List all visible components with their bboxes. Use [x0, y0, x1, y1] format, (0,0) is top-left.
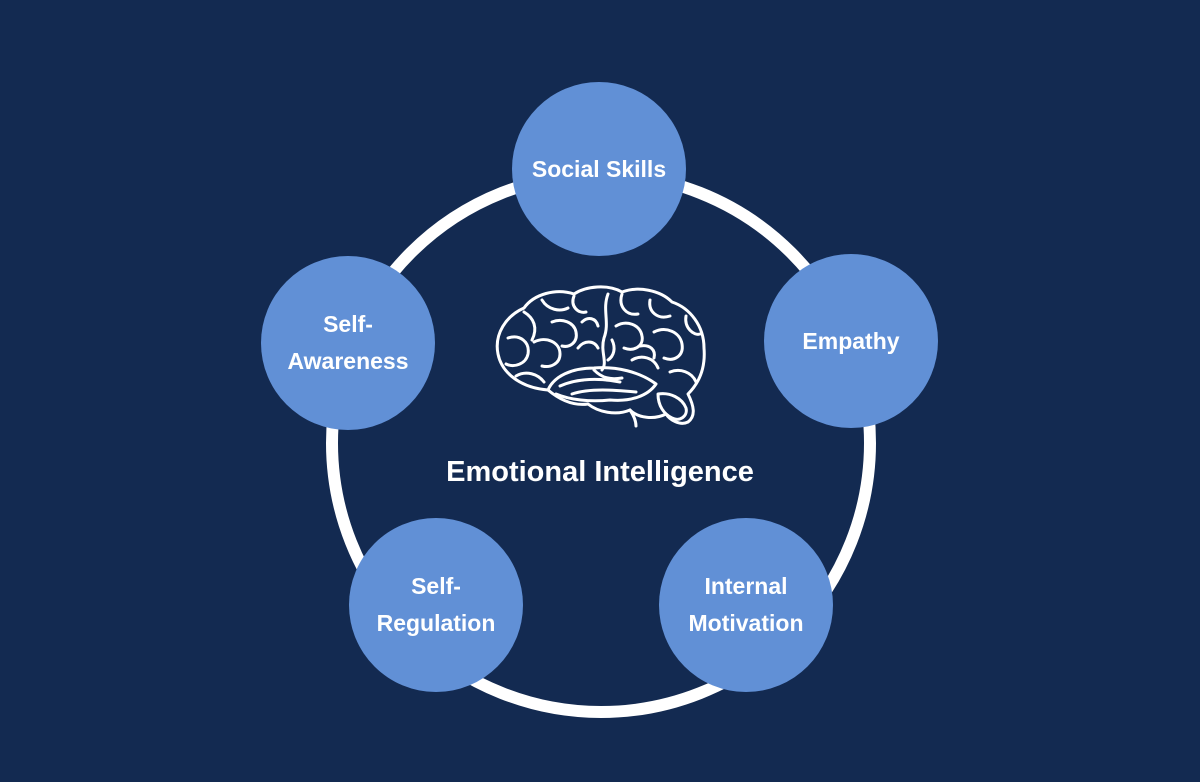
center-title: Emotional Intelligence — [446, 456, 754, 488]
node-label-line: Social Skills — [531, 155, 667, 182]
node-label-line: Internal — [704, 573, 788, 599]
node-label-line: Regulation — [376, 610, 496, 636]
node-label-line: Self- — [323, 311, 373, 337]
node-label-line: Empathy — [802, 327, 900, 354]
node-social-skills: Social Skills — [512, 82, 686, 256]
node-internal-motivation: Internal Motivation — [659, 518, 833, 692]
node-empathy: Empathy — [764, 254, 938, 428]
node-self-awareness: Self- Awareness — [261, 256, 435, 430]
node-label-line: Motivation — [688, 610, 804, 636]
brain-icon — [495, 285, 706, 428]
node-self-regulation: Self- Regulation — [349, 518, 523, 692]
node-label-line: Self- — [411, 573, 461, 599]
node-label-line: Awareness — [287, 348, 409, 374]
